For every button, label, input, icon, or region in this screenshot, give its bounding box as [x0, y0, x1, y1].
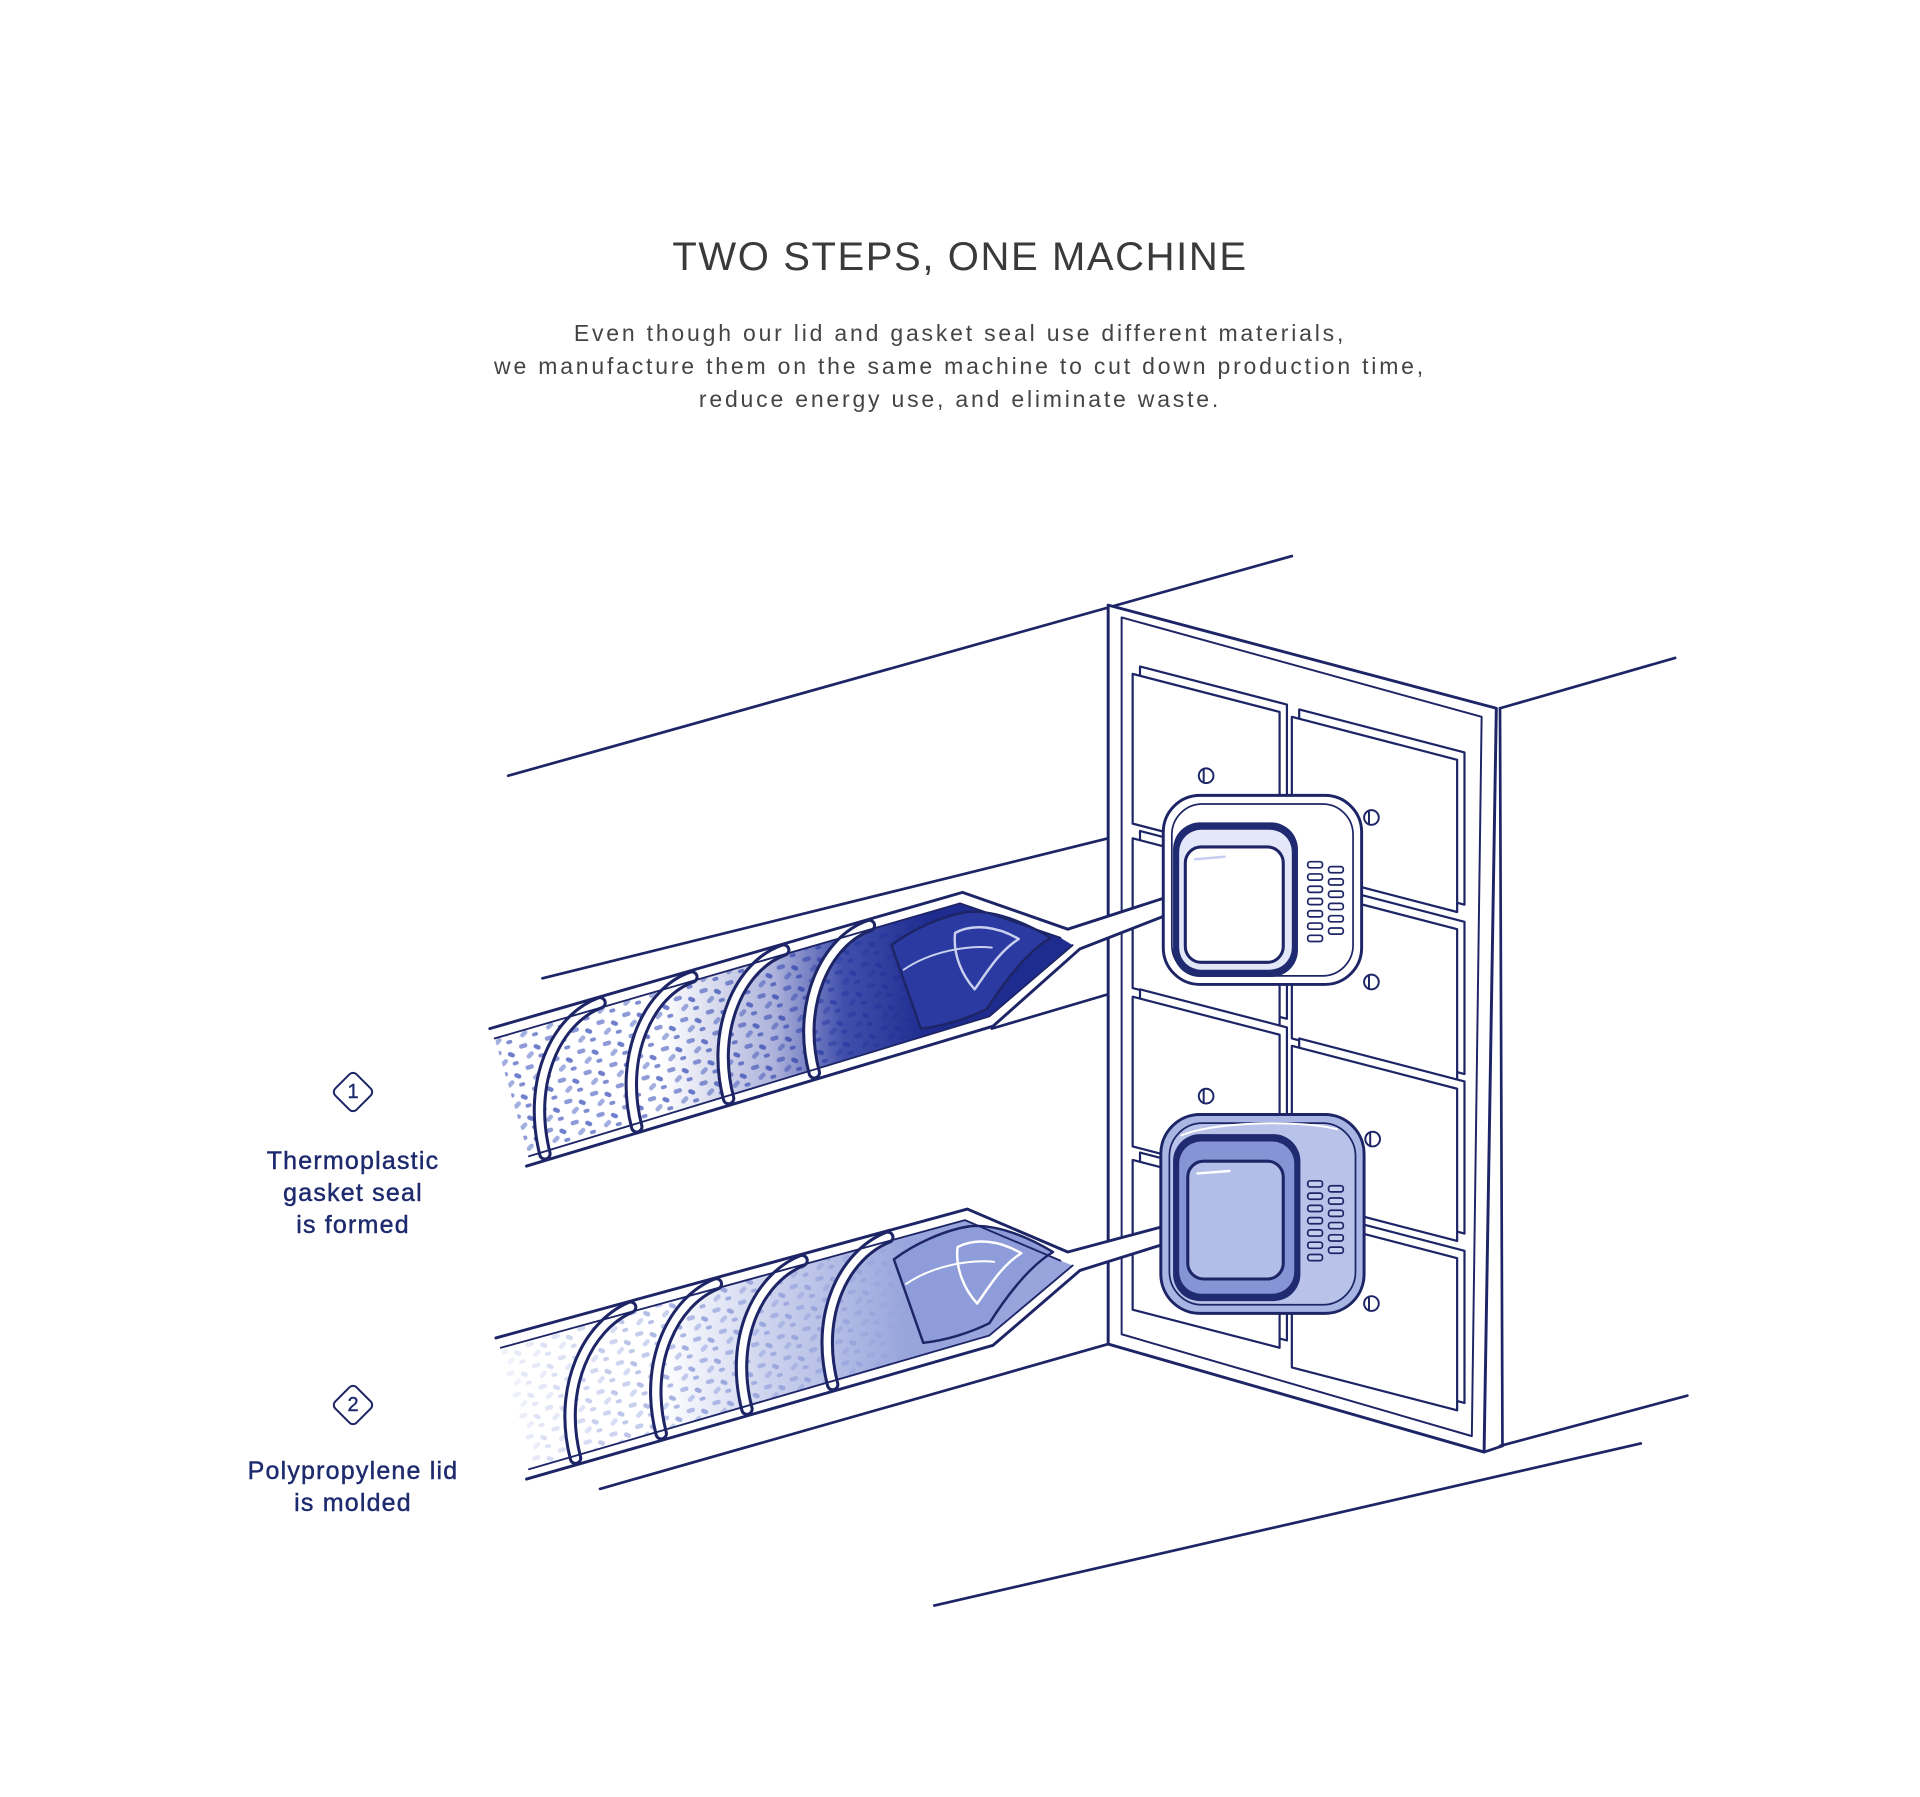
- floor-line-left: [598, 1342, 1110, 1491]
- upper-barrel: [488, 890, 1180, 1168]
- screw-icon: [1363, 1295, 1380, 1312]
- step-2-badge: 2: [330, 1382, 376, 1428]
- lower-mold: [1159, 1113, 1366, 1315]
- page-subtitle: Even though our lid and gasket seal use …: [0, 317, 1920, 416]
- screw-icon: [1197, 1087, 1215, 1105]
- step-1-badge: 1: [330, 1069, 376, 1115]
- machine-side-bottom: [1482, 1444, 1504, 1454]
- step-1-number: 1: [347, 1081, 359, 1103]
- screw-icon: [1363, 973, 1380, 991]
- screw-flight: [532, 996, 607, 1161]
- step-1-label-line: Thermoplastic: [266, 1147, 440, 1175]
- machine-front-inner: [1120, 616, 1483, 1438]
- upper-barrel-inner-top: [493, 902, 1062, 1040]
- lower-lid-face: [1186, 1159, 1285, 1281]
- subtitle-line: reduce energy use, and eliminate waste.: [698, 386, 1222, 412]
- upper-lid-face: [1183, 845, 1285, 964]
- screw-flight: [802, 918, 877, 1080]
- room-line: [506, 554, 1294, 778]
- upper-screw-tip: [890, 910, 1052, 1030]
- lower-nozzle-fill: [1067, 1222, 1178, 1271]
- step-2-label-line: is molded: [294, 1489, 412, 1517]
- lower-barrel-inner-bottom: [528, 1264, 1074, 1471]
- step-1-label: Thermoplastic gasket seal is formed: [193, 1145, 513, 1241]
- screw-icon: [1363, 809, 1380, 826]
- lower-barrel-top-wall: [494, 1207, 1180, 1340]
- housing-mid-line: [990, 992, 1110, 1030]
- step-2-number: 2: [347, 1394, 359, 1416]
- upper-lid-highlight: [1193, 855, 1226, 861]
- housing-top-line: [541, 837, 1110, 980]
- upper-screw-flights: [532, 918, 877, 1161]
- lower-barrel-inner-top: [499, 1219, 1062, 1349]
- screw-flight: [624, 970, 699, 1134]
- page-title: TWO STEPS, ONE MACHINE: [672, 235, 1248, 279]
- upper-mold: [1161, 793, 1364, 986]
- screw-flight: [716, 943, 791, 1106]
- upper-barrel-inner-bottom: [528, 944, 1074, 1158]
- machine-back-bottom-line: [1498, 1394, 1689, 1448]
- step-1-label-line: gasket seal: [283, 1179, 423, 1207]
- floor-line-bottom: [932, 1442, 1643, 1607]
- screw-icon: [1197, 767, 1215, 785]
- screw-icon: [1364, 1130, 1381, 1148]
- upper-barrel-bottom-wall: [525, 909, 1180, 1168]
- upper-nozzle-fill: [1067, 893, 1178, 949]
- upper-barrel-top-wall: [488, 890, 1180, 1031]
- machine-back-top-line: [1498, 656, 1677, 710]
- machine-side-edge: [1498, 706, 1504, 1448]
- subtitle-line: Even though our lid and gasket seal use …: [573, 320, 1347, 346]
- lower-ring-highlight: [1180, 1122, 1339, 1137]
- step-1-label-line: is formed: [296, 1211, 410, 1239]
- lower-lid-highlight: [1196, 1169, 1231, 1175]
- step-2-label: Polypropylene lid is molded: [193, 1455, 513, 1519]
- upper-mold-vents: [1306, 860, 1345, 943]
- lower-mold-vents: [1306, 1179, 1345, 1262]
- plate-screws: [1197, 767, 1381, 1312]
- lower-screw-tip: [892, 1224, 1055, 1345]
- background-lines: [506, 554, 1689, 1607]
- step-2-label-line: Polypropylene lid: [247, 1457, 459, 1485]
- subtitle-line: we manufacture them on the same machine …: [494, 353, 1426, 379]
- lower-barrel: [494, 1207, 1180, 1481]
- lower-barrel-bottom-wall: [525, 1238, 1180, 1481]
